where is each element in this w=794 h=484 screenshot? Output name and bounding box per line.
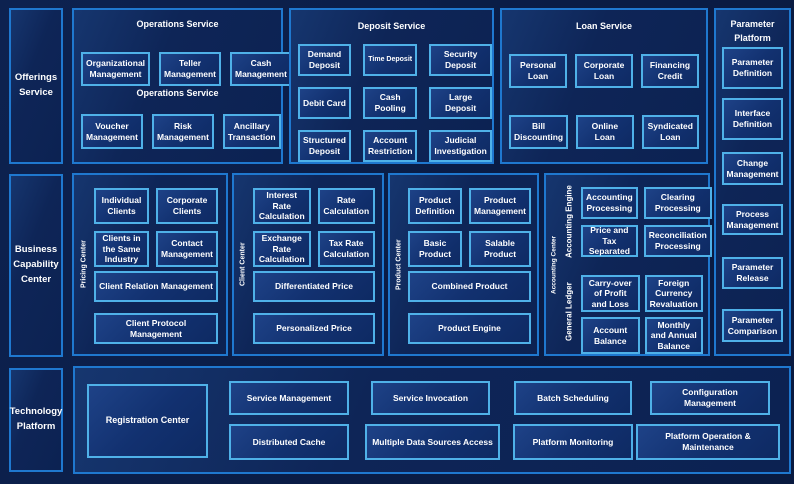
box-distributed-cache: Distributed Cache: [229, 424, 349, 460]
box-parameter-release: Parameter Release: [722, 257, 783, 289]
box-change-management: Change Management: [722, 152, 783, 185]
section-accounting-center: Accounting Center Accounting Engine Gene…: [544, 173, 712, 356]
section-loan-service: Loan Service Personal Loan Corporate Loa…: [500, 8, 708, 164]
box-registration-center: Registration Center: [87, 384, 208, 458]
box-clearing-processing: Clearing Processing: [643, 187, 712, 219]
box-interface-definition: Interface Definition: [722, 98, 783, 140]
pricing-small-grid: Individual Clients Corporate Clients Cli…: [94, 188, 218, 267]
rail-business-label: Business Capability Center: [13, 244, 59, 285]
box-risk-management: Risk Management: [151, 114, 214, 149]
box-multiple-data-sources-access: Multiple Data Sources Access: [365, 424, 500, 460]
accounting-vertical-label: Accounting Center: [550, 235, 558, 294]
box-online-loan: Online Loan: [576, 115, 634, 149]
box-account-balance: Account Balance: [581, 317, 640, 354]
pricing-vertical-label: Pricing Center: [80, 240, 88, 289]
rail-business-capability-center: Business Capability Center: [9, 174, 63, 357]
box-structured-deposit: Structured Deposit: [298, 130, 351, 162]
box-parameter-definition: Parameter Definition: [722, 47, 783, 89]
box-corporate-clients: Corporate Clients: [156, 188, 218, 224]
operations-row1: Organizational Management Teller Managem…: [81, 52, 292, 86]
box-security-deposit: Security Deposit: [429, 44, 492, 76]
box-personal-loan: Personal Loan: [509, 54, 567, 88]
box-corporate-loan: Corporate Loan: [575, 54, 633, 88]
product-small-grid: Product Definition Product Management Ba…: [408, 188, 531, 267]
box-clients-same-industry: Clients in the Same Industry: [94, 231, 150, 267]
rail-offerings-service: Offerings Service: [9, 8, 63, 164]
box-parameter-comparison: Parameter Comparison: [722, 309, 783, 342]
general-ledger-label: General Ledger: [564, 282, 574, 342]
box-rate-calculation: Rate Calculation: [317, 188, 375, 224]
product-vertical-label: Product Center: [395, 239, 403, 290]
section-pricing-center: Pricing Center Individual Clients Corpor…: [72, 173, 228, 356]
box-product-engine: Product Engine: [408, 313, 531, 344]
section-operations-service: Operations Service Organizational Manage…: [72, 8, 292, 164]
box-organizational-management: Organizational Management: [81, 52, 151, 86]
box-product-definition: Product Definition: [408, 188, 463, 224]
rail-offerings-label: Offerings Service: [14, 72, 58, 98]
box-contact-management: Contact Management: [156, 231, 218, 267]
deposit-grid: Demand Deposit Time Deposit Security Dep…: [298, 44, 492, 162]
box-foreign-currency-revaluation: Foreign Currency Revaluation: [644, 275, 703, 312]
loan-row2: Bill Discounting Online Loan Syndicated …: [509, 115, 700, 149]
box-client-relation-management: Client Relation Management: [94, 271, 218, 302]
box-process-management: Process Management: [722, 204, 783, 235]
accounting-engine-grid: Accounting Processing Clearing Processin…: [581, 187, 712, 257]
box-personalized-price: Personalized Price: [253, 313, 375, 344]
box-account-restriction: Account Restriction: [362, 130, 418, 162]
parameter-title: Parameter Platform: [730, 19, 775, 44]
box-time-deposit: Time Deposit: [362, 44, 418, 76]
box-demand-deposit: Demand Deposit: [298, 44, 351, 76]
box-cash-pooling: Cash Pooling: [362, 87, 418, 119]
box-differentiated-price: Differentiated Price: [253, 271, 375, 302]
box-large-deposit: Large Deposit: [429, 87, 492, 119]
box-interest-rate-calculation: Interest Rate Calculation: [253, 188, 311, 224]
deposit-title: Deposit Service: [357, 21, 426, 31]
box-client-protocol-management: Client Protocol Management: [94, 313, 218, 344]
operations-row2: Voucher Management Risk Management Ancil…: [81, 114, 281, 149]
box-platform-monitoring: Platform Monitoring: [513, 424, 633, 460]
box-service-invocation: Service Invocation: [371, 381, 490, 415]
box-reconciliation-processing: Reconciliation Processing: [643, 225, 712, 257]
box-platform-operation-maintenance: Platform Operation & Maintenance: [636, 424, 780, 460]
box-tax-rate-calculation: Tax Rate Calculation: [317, 231, 375, 267]
box-syndicated-loan: Syndicated Loan: [641, 115, 700, 149]
box-bill-discounting: Bill Discounting: [509, 115, 569, 149]
accounting-engine-label: Accounting Engine: [564, 185, 574, 259]
box-basic-product: Basic Product: [408, 231, 463, 267]
box-cash-management: Cash Management: [230, 52, 292, 86]
box-financing-credit: Financing Credit: [641, 54, 699, 88]
rail-technology-label: Technology Platform: [9, 406, 63, 432]
box-individual-clients: Individual Clients: [94, 188, 150, 224]
general-ledger-grid: Carry-over of Profit and Loss Foreign Cu…: [581, 275, 703, 354]
section-parameter-platform: Parameter Platform Parameter Definition …: [714, 8, 791, 356]
section-product-center: Product Center Product Definition Produc…: [388, 173, 539, 356]
box-debit-card: Debit Card: [298, 87, 351, 119]
box-voucher-management: Voucher Management: [81, 114, 143, 149]
loan-title: Loan Service: [575, 21, 633, 31]
client-vertical-label: Client Center: [239, 242, 247, 287]
box-batch-scheduling: Batch Scheduling: [514, 381, 632, 415]
box-ancillary-transaction: Ancillary Transaction: [222, 114, 281, 149]
box-monthly-annual-balance: Monthly and Annual Balance: [644, 317, 703, 354]
box-combined-product: Combined Product: [408, 271, 531, 302]
box-product-management: Product Management: [469, 188, 531, 224]
box-salable-product: Salable Product: [469, 231, 531, 267]
box-judicial-investigation: Judicial Investigation: [429, 130, 492, 162]
client-small-grid: Interest Rate Calculation Rate Calculati…: [253, 188, 375, 267]
box-price-tax-separated: Price and Tax Separated: [581, 225, 638, 257]
rail-technology-platform: Technology Platform: [9, 368, 63, 472]
box-service-management: Service Management: [229, 381, 349, 415]
box-teller-management: Teller Management: [159, 52, 221, 86]
box-carry-over-profit-loss: Carry-over of Profit and Loss: [581, 275, 640, 312]
section-deposit-service: Deposit Service Demand Deposit Time Depo…: [289, 8, 494, 164]
box-exchange-rate-calculation: Exchange Rate Calculation: [253, 231, 311, 267]
box-accounting-processing: Accounting Processing: [581, 187, 638, 219]
operations-title: Operations Service: [136, 19, 219, 29]
operations-subtitle: Operations Service: [136, 88, 219, 98]
box-configuration-management: Configuration Management: [650, 381, 770, 415]
section-client-center: Client Center Interest Rate Calculation …: [232, 173, 384, 356]
loan-row1: Personal Loan Corporate Loan Financing C…: [509, 54, 699, 88]
section-technology-platform: Registration Center Service Management S…: [73, 366, 791, 474]
